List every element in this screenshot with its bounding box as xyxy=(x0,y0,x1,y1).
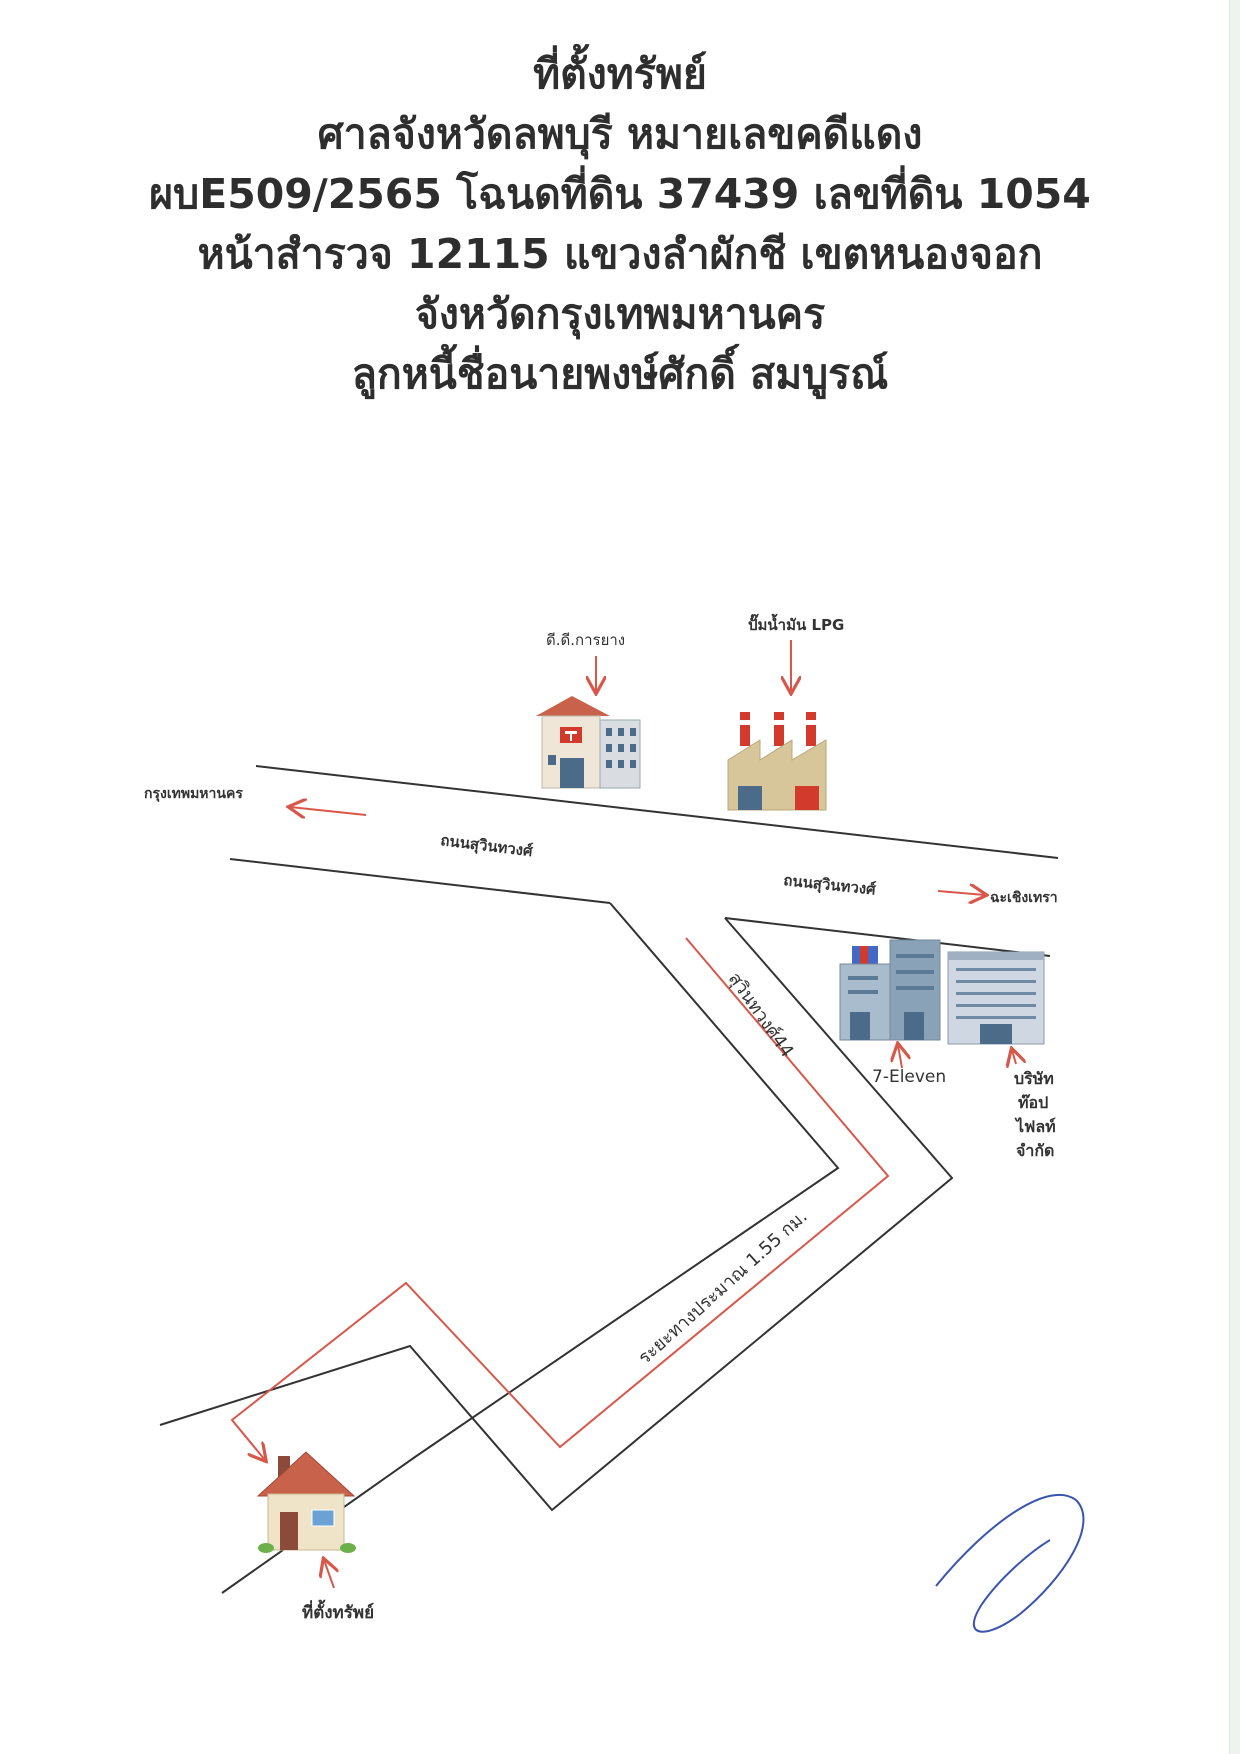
title-line-5: จังหวัดกรุงเทพมหานคร xyxy=(414,290,826,338)
main-road-bottom-edge xyxy=(229,858,611,904)
company-label-line-1: บริษัท xyxy=(1014,1069,1054,1088)
title-line-1: ที่ตั้งทรัพย์ xyxy=(533,50,707,98)
company-label-line-3: ไฟลท์ xyxy=(1014,1117,1056,1136)
title-line-6: ลูกหนี้ชื่อนายพงษ์ศักดิ์ สมบูรณ์ xyxy=(351,350,889,398)
soi-road-right-edge xyxy=(159,917,954,1512)
main-road-label-right: ถนนสุวินทวงศ์ xyxy=(782,871,877,900)
property-arrow xyxy=(324,1560,334,1589)
main-road-bottom-edge-right xyxy=(724,917,1051,957)
east-arrow xyxy=(937,891,985,895)
page-edge xyxy=(1229,0,1240,1754)
title-line-2: ศาลจังหวัดลพบุรี หมายเลขคดีแดง xyxy=(317,110,923,158)
factory-icon xyxy=(727,712,827,811)
signature xyxy=(935,1494,1085,1633)
title-line-3: ผบE509/2565 โฉนดที่ดิน 37439 เลขที่ดิน 1… xyxy=(149,170,1091,218)
distance-label: ระยะทางประมาณ 1.55 กม. xyxy=(634,1206,811,1369)
title-line-4: หน้าสำรวจ 12115 แขวงลำผักชี เขตหนองจอก xyxy=(197,230,1043,278)
west-arrow xyxy=(290,807,367,815)
house-icon xyxy=(256,1451,356,1553)
post-office-building-icon xyxy=(536,696,641,789)
dd-rubber-label: ดี.ดี.การยาง xyxy=(546,631,625,649)
east-direction-label: ฉะเชิงเทรา xyxy=(990,890,1058,906)
seven-eleven-label: 7-Eleven xyxy=(872,1067,946,1087)
west-direction-label: กรุงเทพมหานคร xyxy=(144,786,243,802)
office-building-icon xyxy=(839,939,941,1041)
main-road-label-left: ถนนสุวินทวงศ์ xyxy=(439,831,534,861)
tall-office-building-icon xyxy=(947,951,1045,1045)
route-line xyxy=(230,937,890,1460)
company-label-line-2: ท๊อป xyxy=(1018,1093,1048,1112)
company-arrow xyxy=(1012,1050,1016,1064)
title-block: ที่ตั้งทรัพย์ ศาลจังหวัดลพบุรี หมายเลขคด… xyxy=(0,44,1240,404)
main-road-top-edge xyxy=(255,765,1059,859)
company-label-line-4: จำกัด xyxy=(1016,1141,1054,1160)
seven-eleven-arrow xyxy=(898,1045,902,1069)
lpg-label: ปั๊มน้ำมัน LPG xyxy=(748,613,844,634)
property-label: ที่ตั้งทรัพย์ xyxy=(302,1599,374,1623)
